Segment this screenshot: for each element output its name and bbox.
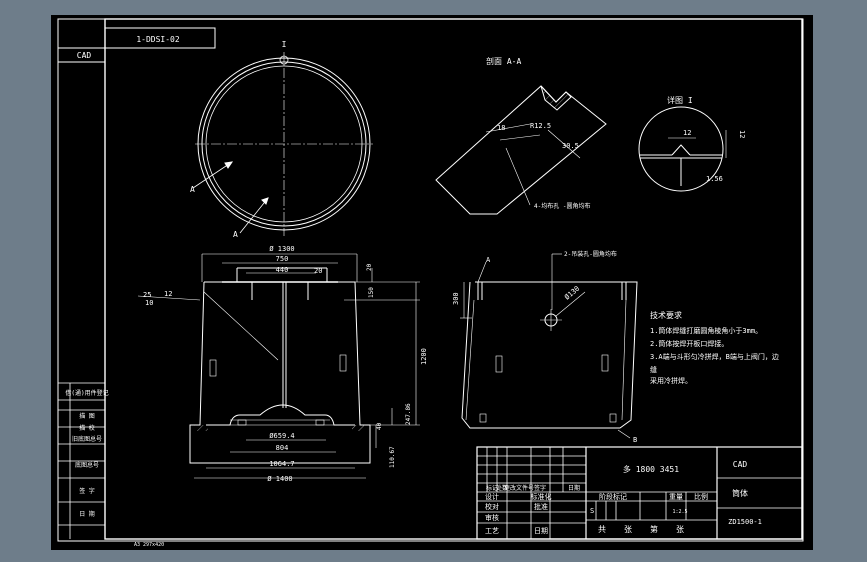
section-title: 剖面 A-A bbox=[486, 56, 521, 66]
side-note: 2-吊装孔-圆角均布 bbox=[564, 250, 617, 258]
left-col-0: 借(通)用件登记 bbox=[65, 389, 108, 397]
tb-label-ratio: 比例 bbox=[694, 492, 708, 501]
tech-item-0: 1.筒体焊缝打磨圆角棱角小于3mm。 bbox=[650, 326, 762, 335]
section-view bbox=[435, 85, 607, 215]
left-col-2: 描 校 bbox=[79, 424, 95, 432]
drawing-code: 1-DDSI-02 bbox=[136, 35, 180, 44]
tb-label-weight: 重量 bbox=[669, 493, 683, 501]
side-view bbox=[461, 281, 638, 429]
tb-label-design: 设计 bbox=[485, 492, 499, 501]
front-dim-bottom: Ø 1400 bbox=[267, 475, 292, 483]
tech-item-4: 采用冷拼焊。 bbox=[650, 376, 692, 385]
front-dim-1064: 1064.7 bbox=[269, 460, 294, 468]
side-dim-lines bbox=[460, 253, 631, 439]
side-dim-300: 300 bbox=[452, 292, 460, 305]
tech-item-1: 2.筒体按焊开板口焊接。 bbox=[650, 339, 728, 348]
tb-label-sign: 签字 bbox=[534, 484, 546, 492]
tb-label-std: 标准化 bbox=[531, 492, 552, 501]
tb-sheet-label: 张 bbox=[624, 525, 632, 534]
front-angle-small: 12 bbox=[164, 290, 172, 298]
section-note: 4-均布孔 -圆角均布 bbox=[534, 202, 590, 210]
front-dim-659: Ø659.4 bbox=[269, 432, 294, 440]
tb-label-date: 日期 bbox=[568, 484, 580, 492]
tb-stage-s: S bbox=[590, 507, 594, 515]
tb-part-code: ZD1500-1 bbox=[728, 518, 762, 526]
front-dim-1200: 1200 bbox=[420, 348, 428, 365]
side-label-a: A bbox=[486, 256, 491, 264]
detail-dim-w: 12 bbox=[683, 129, 691, 137]
cad-tag: CAD bbox=[77, 51, 92, 60]
plan-leader-a2: A bbox=[233, 230, 238, 239]
front-dim-804: 804 bbox=[276, 444, 289, 452]
front-dim-750: 750 bbox=[276, 255, 289, 263]
code-box bbox=[58, 27, 216, 63]
front-angle-bot: 10 bbox=[145, 299, 153, 307]
tb-company: CAD bbox=[733, 460, 748, 469]
plan-mark-i: I bbox=[282, 40, 287, 49]
front-dim-440: 440 bbox=[276, 266, 289, 274]
tb-label-check: 校对 bbox=[485, 502, 499, 511]
front-dim-20b: 20 bbox=[366, 263, 373, 271]
tb-label-stage: 阶段标记 bbox=[599, 492, 627, 501]
front-dim-247: 247.86 bbox=[405, 403, 412, 425]
tech-item-3: 缝 bbox=[650, 365, 657, 374]
detail-dim-r: 1.56 bbox=[706, 175, 723, 183]
front-dim-top: Ø 1300 bbox=[269, 245, 294, 253]
left-col-1: 描 图 bbox=[79, 412, 95, 420]
left-col-5: 签 字 bbox=[79, 487, 95, 495]
tb-label-change: 更改文件号 bbox=[504, 484, 534, 492]
left-column-grid bbox=[58, 382, 105, 539]
tb-label-approve: 批准 bbox=[534, 502, 548, 511]
section-dim-r: R12.5 bbox=[530, 122, 551, 130]
left-col-6: 日 期 bbox=[79, 510, 95, 518]
tb-sheet-no: 第 bbox=[650, 524, 658, 534]
side-label-b: B bbox=[633, 436, 637, 444]
section-dim-a: 18 bbox=[497, 124, 505, 132]
section-dim-b: 30.5 bbox=[562, 142, 579, 150]
front-angle-top: 25 bbox=[143, 291, 151, 299]
plan-view bbox=[192, 52, 373, 236]
tech-item-2: 3.A端与斗形匀冷拼焊，B端与上阀门，边 bbox=[650, 352, 779, 361]
tb-label-mark: 标记 bbox=[486, 484, 498, 492]
detail-title: 详图 I bbox=[667, 95, 693, 105]
tb-sheet-unit: 张 bbox=[676, 525, 684, 534]
front-hatch bbox=[194, 425, 366, 431]
detail-dim-h: 12 bbox=[738, 130, 746, 138]
title-block-grid bbox=[476, 446, 803, 540]
scale-note: A3 297x420 bbox=[134, 542, 164, 548]
tb-label-count: 处数 bbox=[496, 484, 508, 492]
front-dim-150: 150 bbox=[368, 287, 375, 298]
detail-view bbox=[638, 106, 727, 192]
left-col-4: 底图总号 bbox=[75, 461, 99, 469]
tb-label-date2: 日期 bbox=[534, 527, 548, 535]
tech-title: 技术要求 bbox=[650, 310, 682, 320]
front-dim-lines bbox=[137, 253, 420, 479]
tb-label-process: 工艺 bbox=[485, 527, 499, 535]
front-dim-40: 40 bbox=[376, 422, 383, 430]
drawing-sheet bbox=[51, 15, 813, 550]
left-col-3: 旧底图总号 bbox=[72, 435, 102, 443]
tb-label-review: 审核 bbox=[485, 513, 499, 522]
plan-leader-a1: A bbox=[190, 185, 195, 194]
tb-drawing-id: 多 1800 3451 bbox=[623, 464, 679, 474]
front-dim-110: 110.67 bbox=[389, 446, 396, 468]
tb-part-name: 筒体 bbox=[732, 488, 748, 498]
front-dim-20a: 20 bbox=[314, 267, 322, 275]
sheet-border-inner bbox=[104, 18, 803, 540]
tb-ratio-value: 1:2.5 bbox=[672, 509, 687, 515]
tb-sheet-total: 共 bbox=[598, 525, 606, 534]
